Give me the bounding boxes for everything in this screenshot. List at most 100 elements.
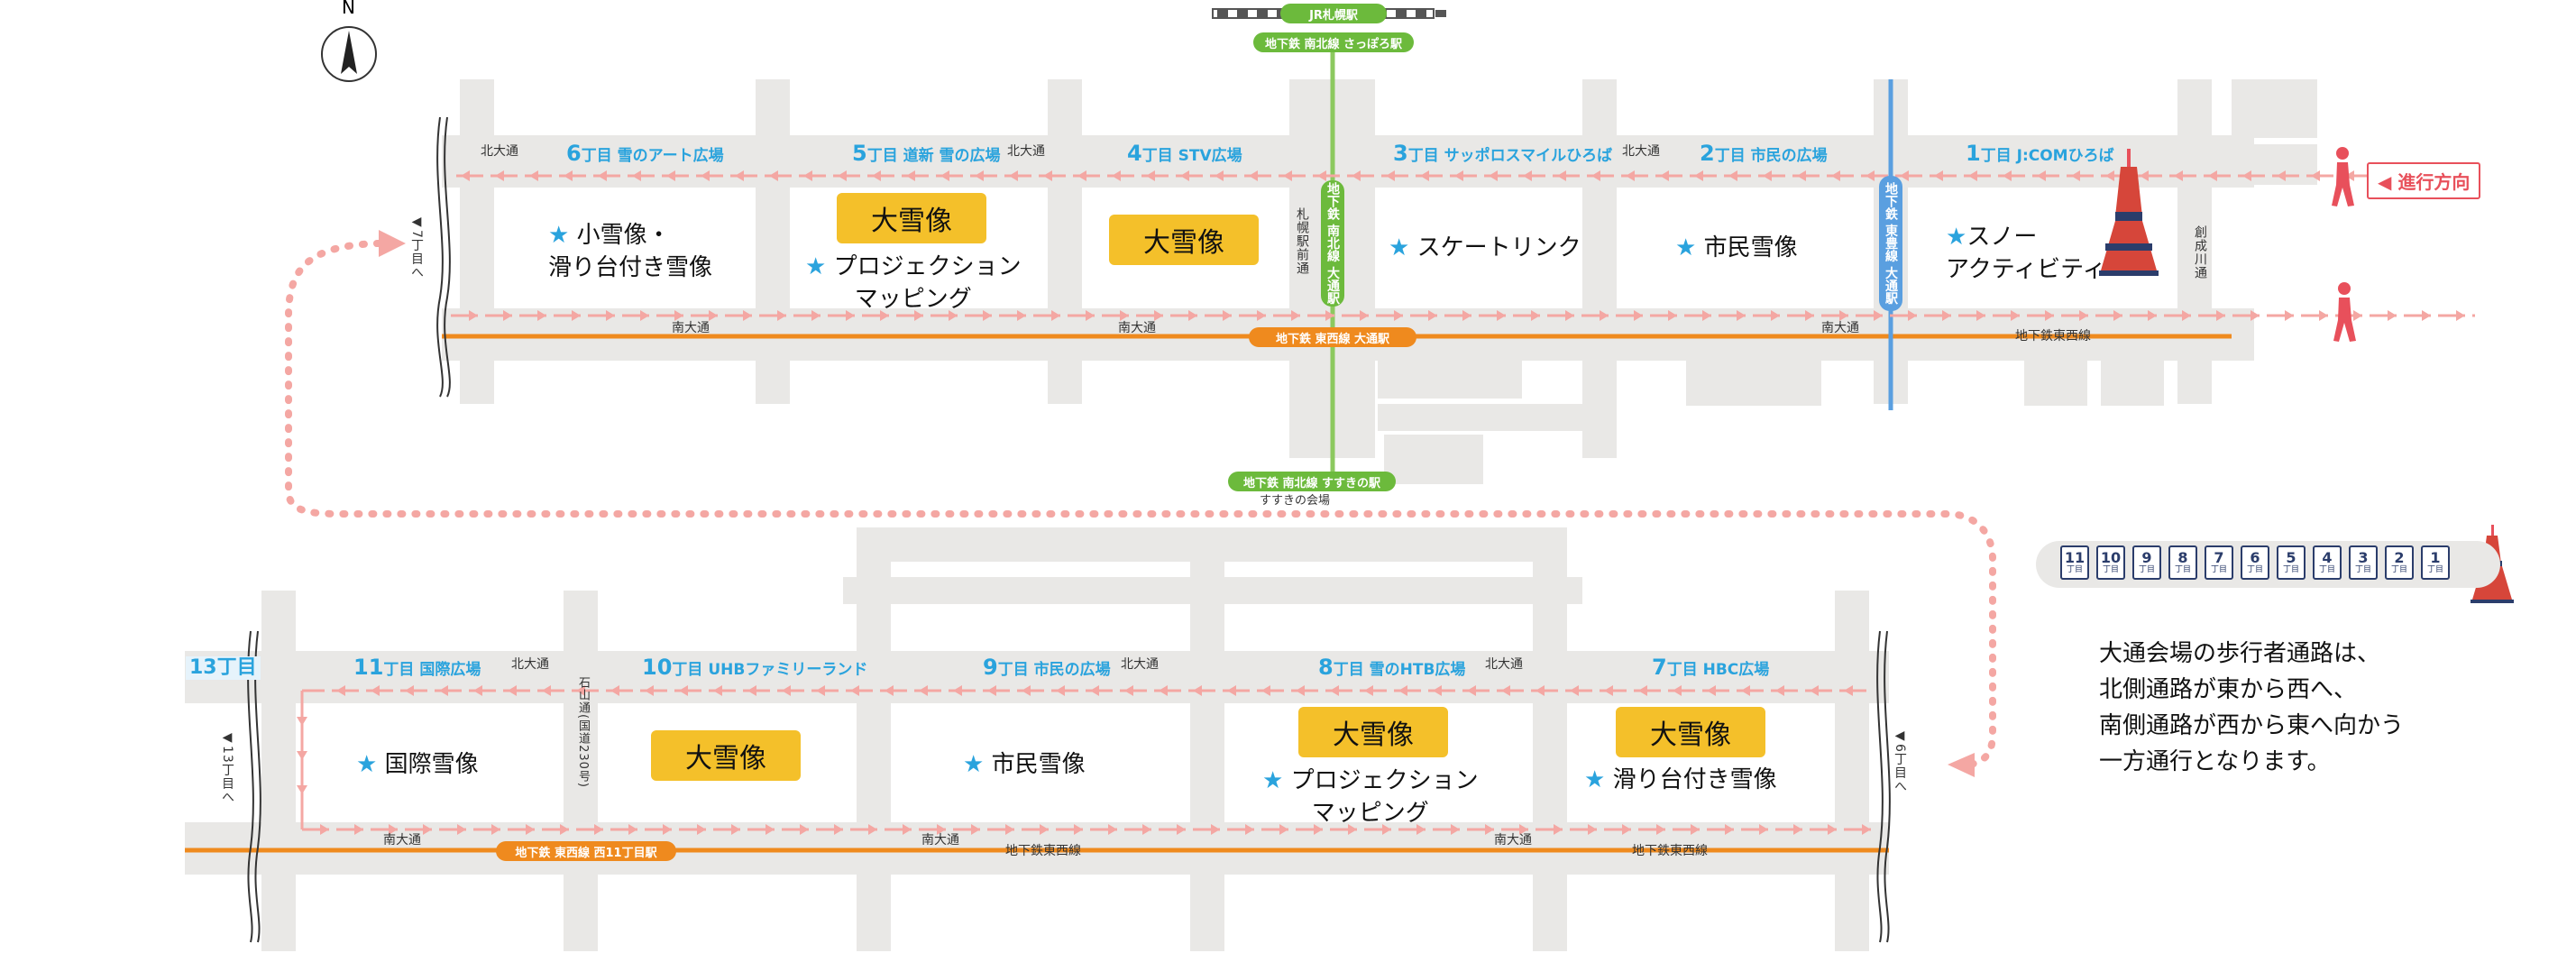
street-sapporo-ekimae: 札幌駅前通 [1295, 207, 1309, 275]
legend-chome-label: 丁目 [2210, 565, 2227, 574]
street-kita-odori-2: 北大通 [1007, 144, 1045, 159]
one-way-notice: 大通会場の歩行者通路は、 北側通路が東から西へ、 南側通路が西から東へ向かう 一… [2099, 640, 2405, 775]
walk-arrow-south [1634, 310, 1643, 321]
station-namboku-susukino: 地下鉄 南北線 すすきの駅 [1228, 472, 1396, 491]
walk-arrow-north [1283, 170, 1292, 181]
block-9-label: 9丁目 市民の広場 [983, 655, 1111, 680]
walk-arrow-south-lower [1828, 824, 1837, 835]
walk-arrow-north-lower [713, 685, 722, 696]
walk-arrow-north-lower [542, 685, 551, 696]
event-b7: ★ 滑り台付き雪像 [1584, 766, 1777, 793]
walk-arrow-north-lower [645, 685, 654, 696]
walk-arrow-south-lower [971, 824, 980, 835]
walk-arrow-south [1154, 310, 1163, 321]
walk-arrow-south [2353, 310, 2362, 321]
legend-chome-label: 丁目 [2246, 565, 2263, 574]
walk-arrow-north [2071, 170, 2080, 181]
walk-arrow-north-lower [1604, 685, 1613, 696]
walk-arrow-south-lower [389, 824, 398, 835]
walk-arrow-north-lower [885, 685, 894, 696]
walk-arrow-south-lower [1862, 824, 1871, 835]
legend-number: 7 [2214, 549, 2224, 566]
walk-arrow-south-lower [1793, 824, 1802, 835]
walk-arrow-south [640, 310, 649, 321]
walk-arrow-turn [297, 785, 307, 794]
legend-number: 6 [2250, 549, 2260, 566]
walk-arrow-north [1386, 170, 1395, 181]
station-tozai-nishi11: 地下鉄 東西線 西11丁目駅 [496, 841, 676, 861]
walk-arrow-south [1874, 310, 1883, 321]
street-sosei-river: 創成川通 [2193, 225, 2207, 279]
walk-arrow-south-lower [1279, 824, 1288, 835]
compass [321, 26, 377, 82]
walk-arrow-south-lower [1074, 824, 1083, 835]
walk-arrow-south [2216, 310, 2225, 321]
block-6-label: 6丁目 雪のアート広場 [566, 141, 724, 166]
walk-arrow-north [1215, 170, 1224, 181]
event-b7-badge: 大雪像 [1616, 707, 1765, 757]
walk-arrow-south [1188, 310, 1197, 321]
legend-chome-label: 丁目 [2174, 565, 2191, 574]
walk-arrow-north [701, 170, 710, 181]
walk-arrow-south [777, 310, 786, 321]
walk-arrow-south-lower [1245, 824, 1254, 835]
walk-arrow-south [469, 310, 478, 321]
walk-arrow-south [1600, 310, 1609, 321]
walk-arrow-south-lower [1451, 824, 1460, 835]
event-b10-badge: 大雪像 [651, 730, 801, 781]
walk-arrow-south [914, 310, 923, 321]
street-minami-odori-4: 南大通 [383, 833, 421, 848]
walk-arrow-north [2242, 170, 2251, 181]
walk-arrow-north [1763, 170, 1772, 181]
walk-arrow-south [846, 310, 855, 321]
walk-arrow-north [2003, 170, 2012, 181]
walk-arrow-south-lower [1519, 824, 1528, 835]
walk-arrow-north [2037, 170, 2046, 181]
walk-arrow-north [803, 170, 812, 181]
event-b11: ★ 国際雪像 [356, 751, 479, 778]
walk-arrow-north-lower [679, 685, 688, 696]
legend-number: 11 [2064, 549, 2086, 566]
street-tozai-line-bottom-1: 地下鉄東西線 [1005, 844, 1081, 858]
walk-arrow-south [2148, 310, 2157, 321]
walk-arrow-south [1051, 310, 1060, 321]
walk-arrow-south [1462, 310, 1471, 321]
station-tozai-odori: 地下鉄 東西線 大通駅 [1249, 327, 1416, 347]
walk-arrow-south [674, 310, 683, 321]
walk-arrow-south-lower [526, 824, 535, 835]
walk-arrow-south-lower [457, 824, 466, 835]
block-10-label: 10丁目 UHBファミリーランド [642, 655, 868, 680]
walk-arrow-south [1942, 310, 1951, 321]
walk-arrow-north [2105, 170, 2114, 181]
walk-arrow-south [1120, 310, 1129, 321]
walk-arrow-south-lower [1485, 824, 1494, 835]
walk-arrow-north [1454, 170, 1463, 181]
walk-arrow-south-lower [1656, 824, 1665, 835]
walk-arrow-north [564, 170, 573, 181]
walk-arrow-north-lower [336, 685, 345, 696]
legend-number: 10 [2100, 549, 2122, 566]
block-7-label: 7丁目 HBC広場 [1652, 655, 1770, 680]
street-tozai-line-bottom-2: 地下鉄東西線 [1632, 844, 1708, 858]
walk-arrow-south [1428, 310, 1437, 321]
walk-arrow-south-lower [834, 824, 843, 835]
walk-arrow-south-lower [1177, 824, 1186, 835]
walk-arrow-north-lower [850, 685, 859, 696]
event-b4-badge: 大雪像 [1109, 215, 1259, 265]
walk-arrow-north-lower [919, 685, 928, 696]
walk-arrow-north-lower [508, 685, 517, 696]
walk-arrow-north-lower [610, 685, 619, 696]
walk-arrow-south [709, 310, 718, 321]
walk-arrow-south-lower [663, 824, 672, 835]
legend-number: 9 [2141, 549, 2152, 566]
station-toho-odori: 地下鉄 東豊線 大通駅 [1879, 176, 1902, 311]
walk-arrow-north [1180, 170, 1189, 181]
walk-arrow-south-lower [1416, 824, 1426, 835]
walk-arrow-south [811, 310, 820, 321]
walk-arrow-south [503, 310, 512, 321]
walk-arrow-south-lower [354, 824, 363, 835]
block-8-label: 8丁目 雪のHTB広場 [1318, 655, 1466, 680]
